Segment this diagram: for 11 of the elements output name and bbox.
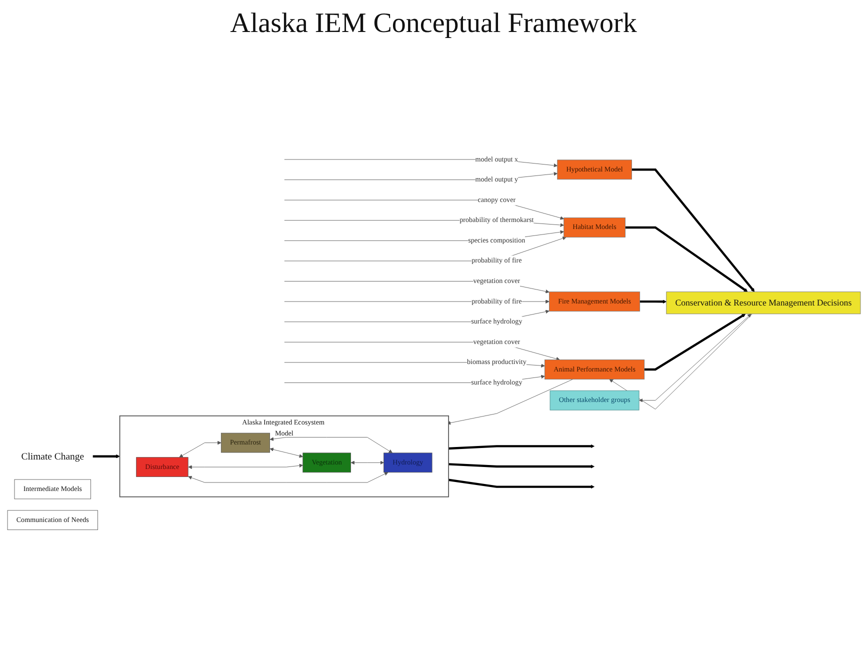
diagram-title: Alaska IEM Conceptual Framework <box>229 8 638 40</box>
arrow <box>631 168 754 292</box>
arrow <box>448 444 594 450</box>
arrow <box>639 299 666 304</box>
arrow <box>624 226 748 292</box>
node-box: Conservation & Resource Management Decisions <box>666 291 860 314</box>
arrow <box>448 478 594 488</box>
arrow <box>448 462 594 468</box>
arrow <box>644 313 746 370</box>
node-text: Climate Change <box>20 450 84 462</box>
arrow <box>92 454 120 458</box>
